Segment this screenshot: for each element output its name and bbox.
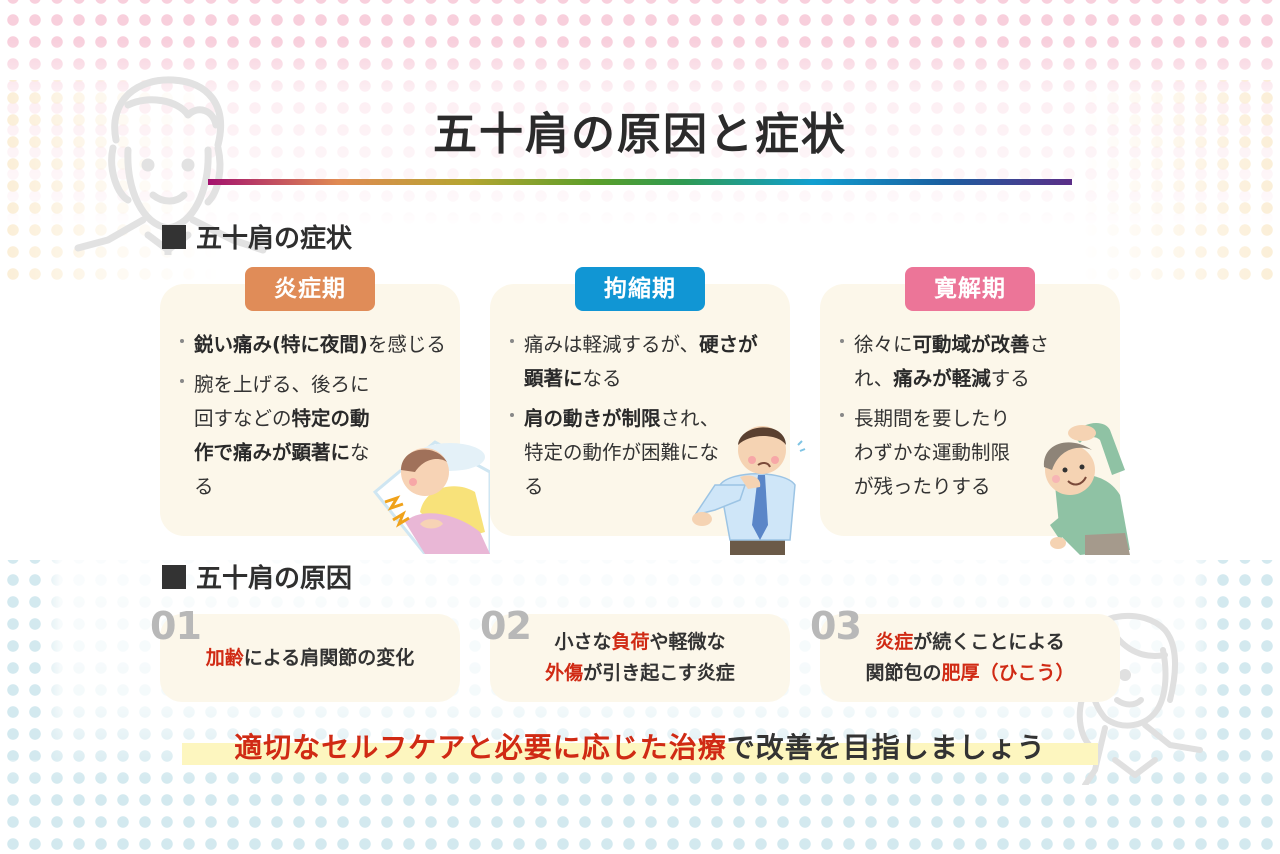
cause-card-1: 加齢による肩関節の変化 [160,614,460,702]
causes-heading: 五十肩の原因 [162,558,352,595]
bullet-item: 長期間を要したりわずかな運動制限が残ったりする [838,402,1028,504]
stage-thawing-bullets: 徐々に可動域が改善され、痛みが軽減する 長期間を要したりわずかな運動制限が残った… [838,328,1078,510]
cause-number-1: 01 [150,604,202,648]
bullet-item: 腕を上げる、後ろに回すなどの特定の動作で痛みが顕著になる [178,368,378,504]
rainbow-divider [208,179,1072,185]
elderly-man-stretching-icon [1043,423,1130,555]
stage-label-frozen: 拘縮期 [575,267,705,311]
marker-highlight [182,743,1098,765]
stage-frozen-bullets: 痛みは軽減するが、硬さが顕著になる 肩の動きが制限され、特定の動作が困難になる [508,328,774,510]
stage-acute-bullets: 鋭い痛み(特に夜間)を感じる 腕を上げる、後ろに回すなどの特定の動作で痛みが顕著… [178,328,448,510]
cause-card-2: 小さな負荷や軽微な 外傷が引き起こす炎症 [490,614,790,702]
bullet-item: 徐々に可動域が改善され、痛みが軽減する [838,328,1078,396]
bullet-item: 痛みは軽減するが、硬さが顕著になる [508,328,774,396]
bullet-item: 肩の動きが制限され、特定の動作が困難になる [508,402,728,504]
bullet-item: 鋭い痛み(特に夜間)を感じる [178,328,448,362]
cause-number-3: 03 [810,604,862,648]
stage-label-thawing: 寛解期 [905,267,1035,311]
square-bullet-icon [162,224,186,249]
closing-message: 適切なセルフケアと必要に応じた治療で改善を目指しましょう [182,726,1098,770]
woman-in-bed-shoulder-pain-icon [372,440,490,554]
page-title: 五十肩の原因と症状 [433,109,847,160]
cause-card-3: 炎症が続くことによる 関節包の肥厚（ひこう） [820,614,1120,702]
symptoms-heading: 五十肩の症状 [162,218,352,255]
cause-number-2: 02 [480,604,532,648]
stage-label-acute: 炎症期 [245,267,375,311]
square-bullet-icon [162,564,186,589]
man-stiff-shoulder-icon [692,426,806,555]
